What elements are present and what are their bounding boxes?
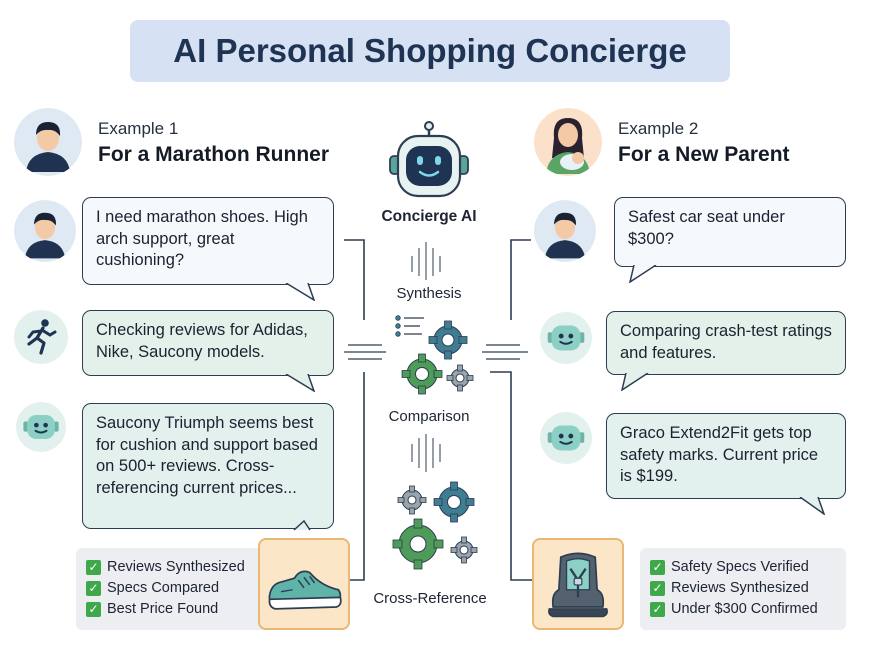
example-2-title: For a New Parent: [618, 143, 790, 166]
checkmark-icon: ✓: [650, 581, 665, 596]
checkmark-icon: ✓: [650, 560, 665, 575]
parent-request-bubble: Safest car seat under $300?: [614, 197, 846, 267]
checklist-item: ✓ Reviews Synthesized: [650, 578, 836, 599]
runner-search-bubble: Checking reviews for Adidas, Nike, Sauco…: [82, 310, 334, 376]
bubble-tail: [285, 283, 316, 301]
checklist-item-label: Specs Compared: [107, 580, 220, 596]
checklist-item-label: Safety Specs Verified: [671, 559, 809, 575]
checklist-item-label: Under $300 Confirmed: [671, 601, 818, 617]
checkmark-icon: ✓: [86, 581, 101, 596]
checklist-item-label: Best Price Found: [107, 601, 219, 617]
checklist-item: ✓ Reviews Synthesized: [86, 557, 258, 578]
bot-face-icon: [540, 412, 592, 464]
checklist-item-label: Reviews Synthesized: [107, 559, 245, 575]
car-seat-icon: [548, 552, 608, 618]
checklist-item-label: Reviews Synthesized: [671, 580, 809, 596]
parent-avatar: [534, 108, 602, 176]
robot-icon: [386, 120, 472, 200]
synthesis-gears-icon: [390, 312, 480, 402]
bubble-tail: [799, 497, 826, 515]
bubble-tail: [628, 265, 657, 283]
runner-result-bubble: Saucony Triumph seems best for cushion a…: [82, 403, 334, 529]
page-title: AI Personal Shopping Concierge: [130, 20, 730, 82]
runner-request-bubble: I need marathon shoes. High arch support…: [82, 197, 334, 285]
bot-face-icon: [540, 312, 592, 364]
concierge-name: Concierge AI: [381, 208, 477, 225]
stage-cross-reference: Cross-Reference: [373, 590, 487, 607]
running-shoe-card: [258, 538, 350, 630]
cross-reference-gears-icon: [388, 478, 484, 574]
bubble-tail: [293, 520, 311, 531]
bot-face-icon: [16, 402, 66, 452]
parent-search-bubble: Comparing crash-test ratings and feature…: [606, 311, 846, 375]
bubble-tail: [285, 374, 316, 392]
car-seat-card: [532, 538, 624, 630]
example-2-label: Example 2: [618, 119, 699, 138]
example-1-title: For a Marathon Runner: [98, 143, 330, 166]
parent-result-bubble: Graco Extend2Fit gets top safety marks. …: [606, 413, 846, 499]
parent-checklist: ✓ Safety Specs Verified ✓ Reviews Synthesi…: [640, 548, 846, 630]
checkmark-icon: ✓: [650, 602, 665, 617]
running-shoe-icon: [268, 570, 342, 610]
checklist-item: ✓ Under $300 Confirmed: [650, 599, 836, 620]
checklist-item: ✓ Best Price Found: [86, 599, 258, 620]
checklist-item: ✓ Safety Specs Verified: [650, 557, 836, 578]
bubble-tail: [620, 373, 649, 391]
runner-avatar: [14, 108, 82, 176]
checkmark-icon: ✓: [86, 560, 101, 575]
checkmark-icon: ✓: [86, 602, 101, 617]
stage-comparison: Comparison: [388, 408, 470, 425]
running-figure-icon: [14, 310, 68, 364]
example-1-label: Example 1: [98, 119, 179, 138]
checklist-item: ✓ Specs Compared: [86, 578, 258, 599]
runner-small-avatar: [14, 200, 76, 262]
stage-synthesis: Synthesis: [396, 285, 462, 302]
runner-checklist: ✓ Reviews Synthesized ✓ Specs Compared ✓ Be…: [76, 548, 268, 630]
parent-small-avatar: [534, 200, 596, 262]
